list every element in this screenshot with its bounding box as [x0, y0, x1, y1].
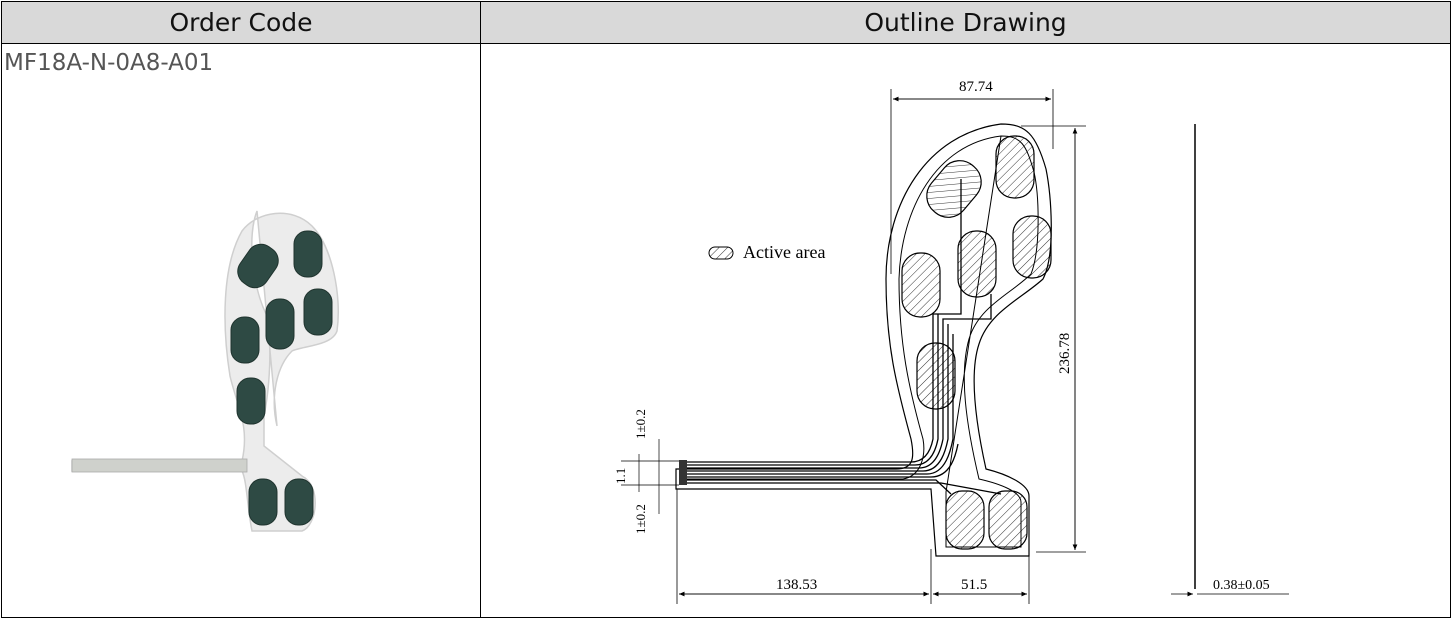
sensor-pad	[248, 478, 278, 526]
sensor-pad	[284, 478, 314, 526]
dim-height: 236.78	[1057, 333, 1073, 374]
dim-top-width: 87.74	[959, 79, 993, 95]
outline-drawing-cell: Active area 87.74 236.78	[480, 43, 1451, 618]
sensor-pad	[303, 288, 333, 336]
order-code-cell: MF18A-N-0A8-A01	[1, 43, 481, 618]
dim-thickness: 0.38±0.05	[1213, 578, 1270, 593]
active-area	[988, 490, 1028, 550]
sensor-pad	[293, 230, 323, 278]
dim-foot-width: 51.5	[961, 577, 987, 593]
dim-tail-width: 1.1	[613, 468, 628, 484]
outline-drawing: Active area 87.74 236.78	[613, 79, 1289, 604]
outline-drawing-header: Outline Drawing	[480, 1, 1451, 44]
legend-swatch	[708, 246, 734, 260]
active-area	[957, 230, 997, 298]
sensor-pad	[230, 316, 260, 364]
active-area	[945, 490, 985, 550]
sensor-pad	[237, 243, 279, 289]
outline-outer	[675, 123, 1052, 557]
dim-tail-length: 138.53	[776, 577, 817, 593]
active-area	[916, 342, 956, 410]
order-code-header: Order Code	[1, 1, 481, 44]
sensor-pad	[265, 298, 295, 350]
outline-inner	[681, 135, 1039, 548]
tail-connector	[679, 460, 687, 485]
substrate-outline	[71, 210, 340, 532]
active-area	[1012, 215, 1052, 279]
dim-upper-gap: 1±0.2	[633, 409, 648, 439]
sensor-pad	[236, 377, 266, 425]
legend-label: Active area	[743, 242, 825, 262]
order-code-value: MF18A-N-0A8-A01	[4, 50, 214, 76]
active-area	[995, 135, 1035, 199]
active-area	[926, 160, 982, 218]
dim-lower-gap: 1±0.2	[633, 504, 648, 534]
active-area	[901, 252, 941, 318]
product-photo	[71, 210, 340, 532]
tail-strip	[71, 458, 248, 473]
